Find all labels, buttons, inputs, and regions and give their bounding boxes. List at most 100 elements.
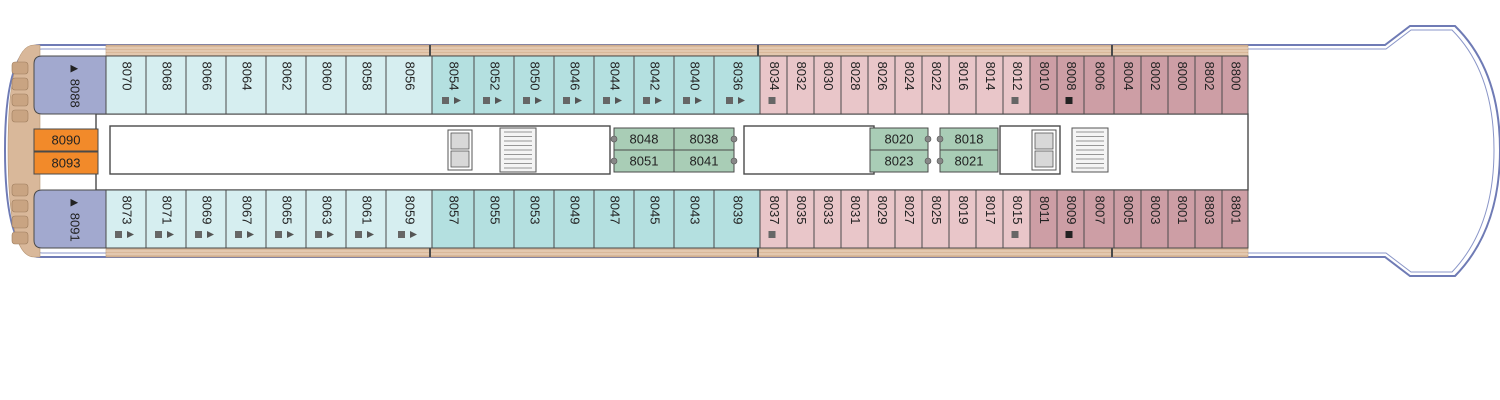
cabin-8047[interactable]: 8047 [593,189,635,249]
cabin-8054[interactable]: 8054 [431,55,475,115]
cabin-8003[interactable]: 8003 [1140,189,1169,249]
cabin-8049[interactable]: 8049 [553,189,595,249]
cabin-8053[interactable]: 8053 [513,189,555,249]
cabin-8038[interactable]: 8038 [673,127,735,151]
cabin-number: 8034 [767,62,782,91]
cabin-8068[interactable]: 8068 [145,55,187,115]
wheelchair-icon [1011,231,1019,238]
cabin-number: 8019 [956,196,971,225]
cabin-8028[interactable]: 8028 [840,55,869,115]
cabin-number: 8803 [1202,196,1217,225]
cabin-number: 8067 [240,196,255,225]
cabin-8055[interactable]: 8055 [473,189,515,249]
cabin-8018[interactable]: 8018 [939,127,999,151]
cabin-8093[interactable]: 8093 [33,151,99,175]
cabin-8005[interactable]: 8005 [1113,189,1142,249]
cabin-number: 8008 [1064,62,1079,91]
cabin-8040[interactable]: 8040 [673,55,715,115]
cabin-8024[interactable]: 8024 [894,55,923,115]
cabin-8058[interactable]: 8058 [345,55,387,115]
cabin-8060[interactable]: 8060 [305,55,347,115]
cabin-box [1167,55,1196,115]
cabin-8014[interactable]: 8014 [975,55,1004,115]
cabin-8088[interactable]: ▲ 8088 [33,55,107,115]
cabin-box [713,55,761,115]
cabin-number: 8021 [955,153,984,168]
cabin-8048[interactable]: 8048 [613,127,675,151]
cabin-8009[interactable]: 8009 [1056,189,1085,249]
cabin-8071[interactable]: 8071 [145,189,187,249]
cabin-8021[interactable]: 8021 [939,149,999,173]
cabin-8073[interactable]: 8073 [105,189,147,249]
cabin-8035[interactable]: 8035 [786,189,815,249]
cabin-8036[interactable]: 8036 [713,55,761,115]
cabin-box [633,189,675,249]
cabin-box [431,189,475,249]
cabin-8032[interactable]: 8032 [786,55,815,115]
cabin-8044[interactable]: 8044 [593,55,635,115]
cabin-8045[interactable]: 8045 [633,189,675,249]
cabin-8056[interactable]: 8056 [385,55,433,115]
cabin-number: 8069 [200,196,215,225]
cabin-8010[interactable]: 8010 [1029,55,1058,115]
cabin-8051[interactable]: 8051 [613,149,675,173]
cabin-8050[interactable]: 8050 [513,55,555,115]
cabin-8069[interactable]: 8069 [185,189,227,249]
cabin-8067[interactable]: 8067 [225,189,267,249]
cabin-8033[interactable]: 8033 [813,189,842,249]
cabin-8070[interactable]: 8070 [105,55,147,115]
cabin-8019[interactable]: 8019 [948,189,977,249]
cabin-8017[interactable]: 8017 [975,189,1004,249]
cabin-8052[interactable]: 8052 [473,55,515,115]
cabin-8011[interactable]: 8011 [1029,189,1058,249]
cabin-8030[interactable]: 8030 [813,55,842,115]
cabin-8064[interactable]: 8064 [225,55,267,115]
cabin-8020[interactable]: 8020 [869,127,929,151]
cabin-8031[interactable]: 8031 [840,189,869,249]
cabin-number: 8005 [1121,196,1136,225]
cabin-box [593,189,635,249]
cabin-8057[interactable]: 8057 [431,189,475,249]
cabin-8015[interactable]: 8015 [1002,189,1031,249]
cabin-8090[interactable]: 8090 [33,128,99,152]
cabin-number: ▲ 8088 [68,62,83,107]
cabin-8801[interactable]: 8801 [1221,189,1249,249]
cabin-8016[interactable]: 8016 [948,55,977,115]
cabin-box [1002,189,1031,249]
cabin-8022[interactable]: 8022 [921,55,950,115]
cabin-8029[interactable]: 8029 [867,189,896,249]
cabin-8026[interactable]: 8026 [867,55,896,115]
cabin-box [265,55,307,115]
stairs-and-elevators [447,127,1109,173]
cabin-8063[interactable]: 8063 [305,189,347,249]
cabin-8062[interactable]: 8062 [265,55,307,115]
cabin-8034[interactable]: 8034 [759,55,788,115]
cabin-8046[interactable]: 8046 [553,55,595,115]
cabin-8059[interactable]: 8059 [385,189,433,249]
cabin-8025[interactable]: 8025 [921,189,950,249]
cabin-8041[interactable]: 8041 [673,149,735,173]
cabin-8802[interactable]: 8802 [1194,55,1223,115]
cabin-8001[interactable]: 8001 [1167,189,1196,249]
cabin-box [673,55,715,115]
cabin-8061[interactable]: 8061 [345,189,387,249]
cabin-8000[interactable]: 8000 [1167,55,1196,115]
cabin-8027[interactable]: 8027 [894,189,923,249]
cabin-8012[interactable]: 8012 [1002,55,1031,115]
cabin-8065[interactable]: 8065 [265,189,307,249]
cabin-8037[interactable]: 8037 [759,189,788,249]
cabin-8803[interactable]: 8803 [1194,189,1223,249]
cabin-8004[interactable]: 8004 [1113,55,1142,115]
cabin-8043[interactable]: 8043 [673,189,715,249]
cabin-8066[interactable]: 8066 [185,55,227,115]
cabin-8008[interactable]: 8008 [1056,55,1085,115]
cabin-8002[interactable]: 8002 [1140,55,1169,115]
cabin-8023[interactable]: 8023 [869,149,929,173]
cabin-8091[interactable]: ▲ 8091 [33,189,107,249]
cabin-box [759,55,788,115]
cabin-8039[interactable]: 8039 [713,189,761,249]
cabin-8007[interactable]: 8007 [1083,189,1115,249]
cabin-8800[interactable]: 8800 [1221,55,1249,115]
cabin-8006[interactable]: 8006 [1083,55,1115,115]
cabin-8042[interactable]: 8042 [633,55,675,115]
